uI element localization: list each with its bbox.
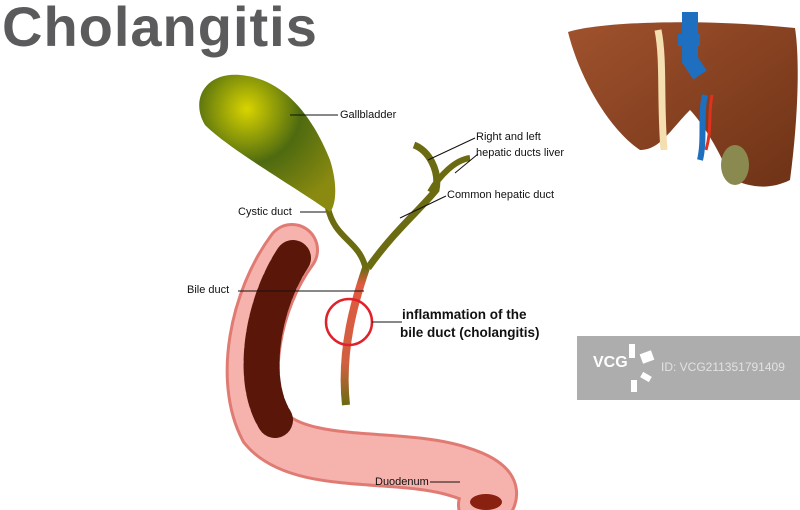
- label-cystic-duct: Cystic duct: [238, 206, 292, 218]
- label-duodenum: Duodenum: [375, 476, 429, 488]
- label-inflammation-line2: bile duct (cholangitis): [400, 325, 540, 340]
- biliary-ducts: [325, 141, 471, 406]
- label-hepatic-ducts-line1: Right and left: [476, 131, 541, 143]
- watermark-id: ID: VCG211351791409: [661, 360, 785, 374]
- label-gallbladder: Gallbladder: [340, 109, 397, 121]
- watermark-logo: VCG: [593, 354, 628, 371]
- label-bile-duct: Bile duct: [187, 284, 230, 296]
- gallbladder-illustration: [199, 74, 336, 212]
- liver-illustration: [568, 12, 798, 187]
- watermark: VCG ID: VCG211351791409: [577, 336, 800, 400]
- label-inflammation-line1: inflammation of the: [402, 307, 527, 322]
- page-title: Cholangitis: [2, 0, 318, 58]
- duodenum-illustration: [225, 223, 518, 510]
- label-hepatic-ducts-line2: hepatic ducts liver: [476, 147, 565, 159]
- leader-lines: [238, 114, 479, 483]
- label-common-hepatic-duct: Common hepatic duct: [447, 189, 554, 201]
- watermark-burst-icon: [629, 344, 655, 392]
